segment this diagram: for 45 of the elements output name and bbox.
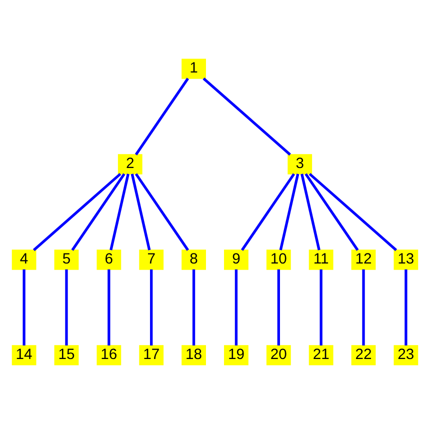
node-box: 14 (12, 345, 36, 366)
node-box: 13 (394, 250, 418, 270)
connector (110, 174, 130, 250)
node-box: 9 (224, 250, 248, 270)
connector (192, 269, 196, 346)
node-box: 2 (118, 154, 142, 174)
connector (134, 78, 189, 156)
connector (320, 269, 322, 346)
connector (32, 172, 122, 252)
node-box: 3 (288, 154, 312, 174)
node-box: 8 (182, 250, 206, 270)
connector (234, 269, 238, 346)
connector (71, 173, 126, 251)
node-box: 22 (351, 345, 376, 366)
connector (404, 269, 408, 346)
connector (22, 269, 26, 346)
connector (134, 173, 190, 251)
connector (362, 269, 365, 346)
node-box: 12 (351, 250, 376, 270)
connector (108, 269, 110, 346)
connector (202, 77, 291, 156)
connector (240, 173, 296, 251)
connector (279, 174, 300, 250)
node-box: 5 (54, 250, 79, 270)
connector (277, 269, 280, 346)
node-box: 23 (394, 345, 418, 366)
connector (304, 173, 359, 251)
node-box: 17 (139, 345, 164, 366)
connector (65, 269, 68, 346)
node-box: 10 (266, 250, 291, 270)
node-box: 1 (182, 58, 206, 79)
connector (308, 172, 398, 252)
node-box: 6 (96, 250, 122, 270)
connector (300, 174, 320, 250)
node-box: 4 (12, 250, 36, 270)
node-box: 16 (96, 345, 122, 366)
node-box: 21 (308, 345, 334, 366)
connector (130, 174, 151, 250)
connector (150, 269, 153, 346)
node-box: 19 (224, 345, 248, 366)
node-box: 7 (139, 250, 164, 270)
node-box: 18 (182, 345, 206, 366)
node-box: 20 (266, 345, 291, 366)
node-box: 15 (54, 345, 79, 366)
node-box: 11 (308, 250, 334, 270)
